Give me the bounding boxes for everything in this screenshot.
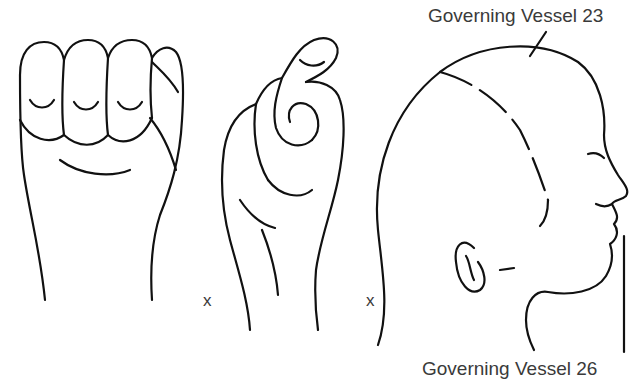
leader-line bbox=[530, 32, 546, 56]
point-label: Governing Vessel 26 bbox=[422, 359, 597, 380]
hand-pinch bbox=[222, 38, 344, 330]
head-profile bbox=[377, 46, 627, 350]
multiply-sign: x bbox=[203, 292, 212, 311]
fist-front bbox=[20, 40, 183, 300]
point-label: Governing Vessel 23 bbox=[428, 6, 603, 27]
leader-line bbox=[623, 236, 625, 352]
multiply-sign: x bbox=[366, 292, 375, 311]
